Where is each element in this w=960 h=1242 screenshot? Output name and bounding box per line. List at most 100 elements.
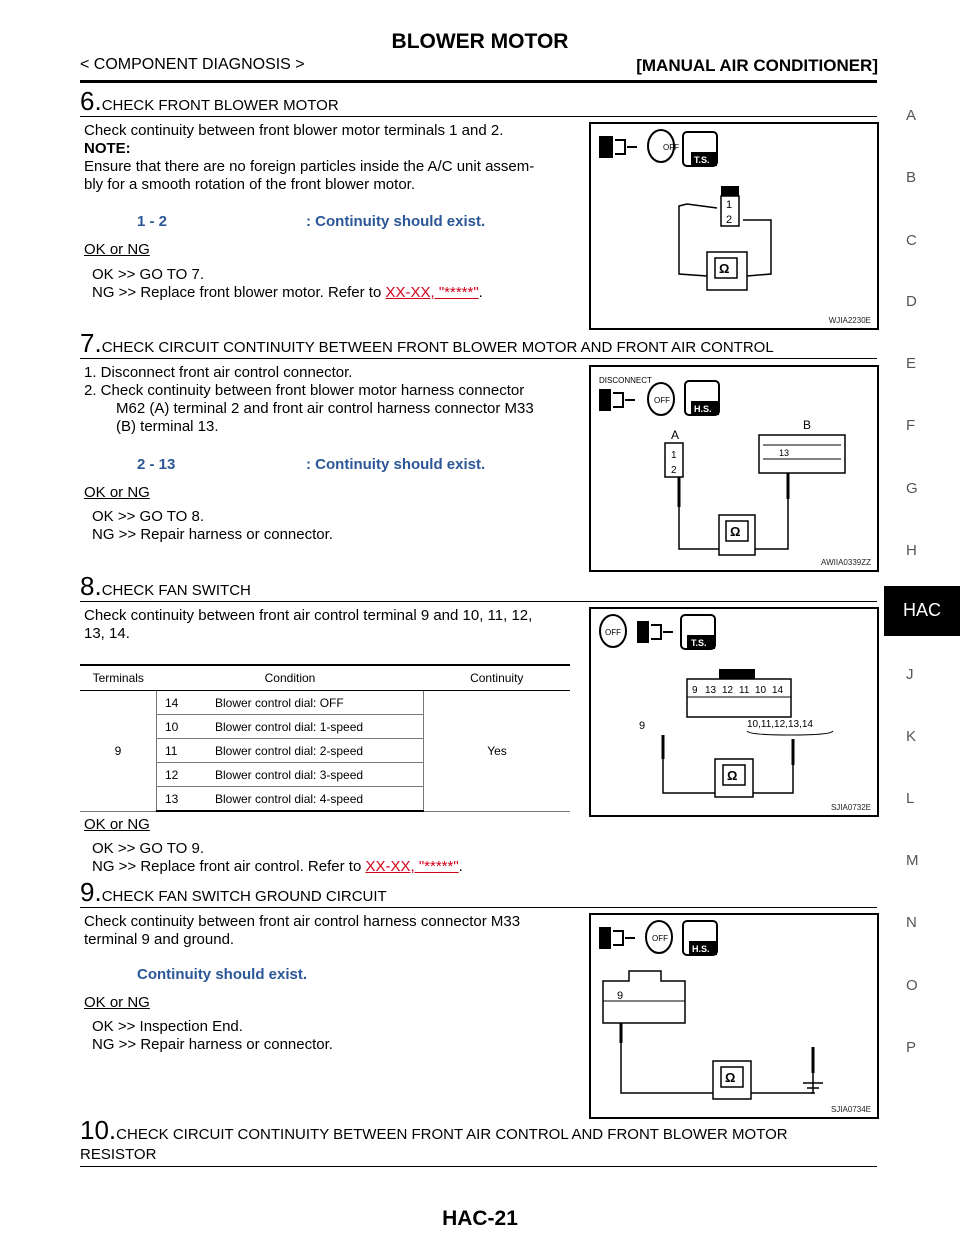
figure-ground-circuit: OFF H.S. 9 Ω SJIA0734E [589,913,879,1119]
svg-text:OFF: OFF [605,628,621,637]
ref-link[interactable]: XX-XX, "*****" [385,284,479,301]
system-label: [MANUAL AIR CONDITIONER] [636,56,878,75]
svg-text:H.S.: H.S. [692,944,710,954]
svg-text:H.S.: H.S. [694,404,712,414]
step-rule [80,358,877,359]
body-line: bly for a smooth rotation of the front b… [84,176,415,193]
side-tab-b[interactable]: B [906,169,917,186]
step-6-body: Check continuity between front blower mo… [84,122,584,194]
step-number: 9. [80,877,102,907]
svg-text:2: 2 [671,465,677,476]
step-9-heading: 9.CHECK FAN SWITCH GROUND CIRCUIT [80,877,387,908]
step-10-heading-cont: RESISTOR [80,1146,157,1163]
spec-label: 2 - 13 [137,456,176,473]
ref-link[interactable]: XX-XX, "*****" [365,858,459,875]
table-header: Terminals [80,664,157,691]
side-tab-p[interactable]: P [906,1039,917,1056]
step-6-heading: 6.CHECK FRONT BLOWER MOTOR [80,86,339,117]
step-title: CHECK CIRCUIT CONTINUITY BETWEEN FRONT B… [101,339,774,356]
step-rule [80,116,877,117]
step-number: 10. [80,1115,117,1145]
body-line: Ensure that there are no foreign particl… [84,158,535,175]
side-tab-d[interactable]: D [906,293,917,310]
svg-text:13: 13 [705,685,717,696]
side-tab-m[interactable]: M [906,852,919,869]
side-tab-e[interactable]: E [906,355,917,372]
figure-code: SJIA0732E [830,803,871,812]
svg-text:2: 2 [726,214,732,226]
continuity-cell: Yes [423,690,570,812]
svg-text:Ω: Ω [730,524,740,539]
step-7-heading: 7.CHECK CIRCUIT CONTINUITY BETWEEN FRONT… [80,328,774,359]
section-label: < COMPONENT DIAGNOSIS > [80,56,305,73]
svg-text:12: 12 [722,685,734,696]
svg-text:OFF: OFF [654,396,670,405]
side-tab-c[interactable]: C [906,232,917,249]
ng-result: NG >> Repair harness or connector. [92,1036,333,1053]
figure-harness-continuity: DISCONNECT OFF H.S. A 1 2 B 13 Ω AWIIA03… [589,365,879,572]
table-header: Condition [156,664,424,691]
test-icon [682,920,718,956]
svg-text:1: 1 [671,450,677,461]
svg-text:10,11,12,13,14: 10,11,12,13,14 [747,719,813,730]
step-7-body: 1. Disconnect front air control connecto… [84,364,584,436]
ng-result: NG >> Repair harness or connector. [92,526,333,543]
ignition-off-icon [599,614,627,648]
svg-text:Ω: Ω [727,768,737,783]
side-tab-f[interactable]: F [906,417,916,434]
svg-text:14: 14 [772,685,784,696]
svg-text:Ω: Ω [725,1070,735,1085]
svg-text:T.S.: T.S. [691,638,707,648]
ground-icon [803,1082,823,1094]
ok-result: OK >> GO TO 7. [92,266,204,283]
spec-label: 1 - 2 [137,213,168,230]
ignition-off-icon [645,920,673,954]
ng-text: NG >> Replace front air control. Refer t… [92,858,366,875]
body-line: (B) terminal 13. [116,418,219,435]
spec-value: Continuity should exist. [137,966,308,983]
svg-text:9: 9 [639,720,645,732]
side-tab-g[interactable]: G [906,480,918,497]
header-rule [80,80,877,83]
figure-fan-switch: OFF T.S. 9 13 12 11 10 14 9 10,11,12,13,… [589,607,879,817]
step-rule [80,1166,877,1167]
ignition-off-icon [647,382,675,416]
side-tab-a[interactable]: A [906,107,917,124]
spec-value: : Continuity should exist. [306,456,486,473]
ok-result: OK >> GO TO 9. [92,840,204,857]
step-8-body: Check continuity between front air contr… [84,607,584,643]
step-title: CHECK FAN SWITCH GROUND CIRCUIT [101,888,387,905]
ok-ng-label: OK or NG [84,994,150,1011]
body-line: Check continuity between front air contr… [84,607,533,624]
body-line: M62 (A) terminal 2 and front air control… [116,400,534,417]
side-tab-j[interactable]: J [906,666,914,683]
figure-code: SJIA0734E [830,1105,871,1114]
ng-result: NG >> Replace front air control. Refer t… [92,858,463,876]
ok-result: OK >> GO TO 8. [92,508,204,525]
ng-result: NG >> Replace front blower motor. Refer … [92,284,483,302]
side-tab-hac[interactable]: HAC [884,586,960,636]
side-tab-n[interactable]: N [906,914,917,931]
page-title: BLOWER MOTOR [391,30,569,53]
page-number: HAC-21 [442,1207,518,1230]
test-icon [680,614,716,650]
side-tab-o[interactable]: O [906,977,918,994]
side-tab-l[interactable]: L [906,790,915,807]
side-tab-k[interactable]: K [906,728,917,745]
svg-text:B: B [803,418,811,432]
svg-text:1: 1 [726,199,732,211]
test-icon [684,380,720,416]
disconnect-icon [599,389,635,411]
side-tab-h[interactable]: H [906,542,917,559]
step-title: CHECK FRONT BLOWER MOTOR [101,97,339,114]
